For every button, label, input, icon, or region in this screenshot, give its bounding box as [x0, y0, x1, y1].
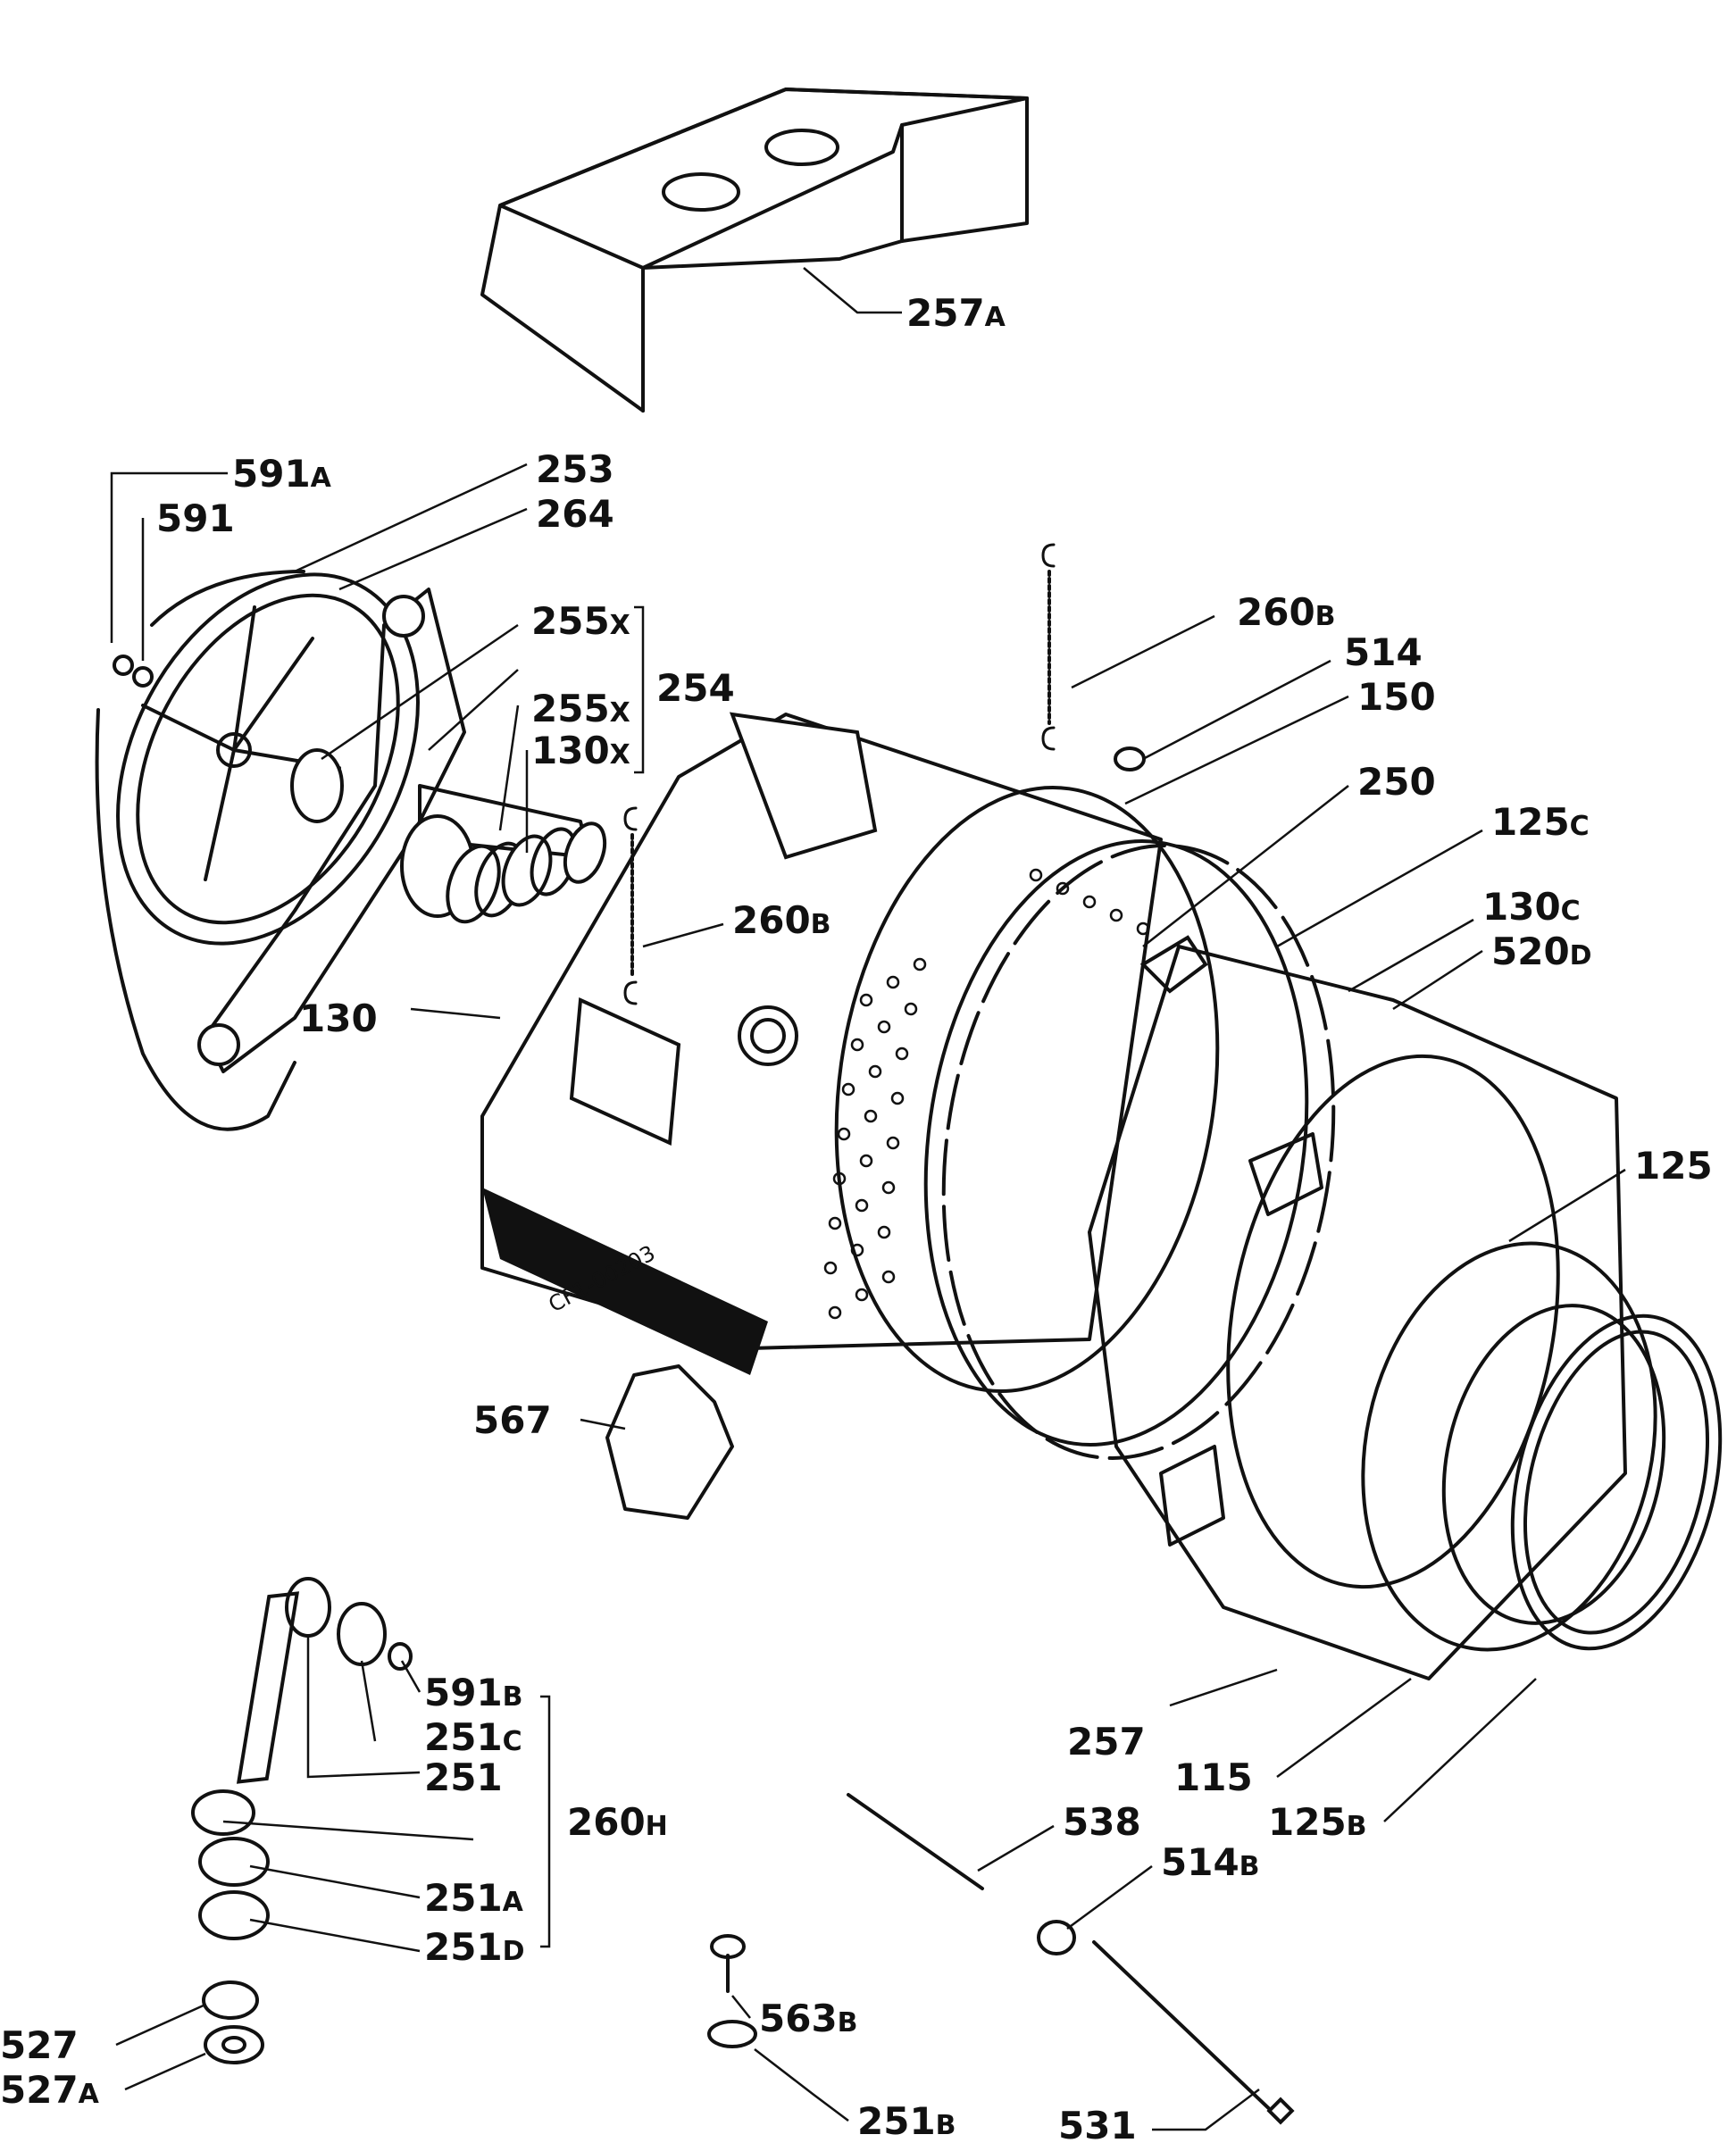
label-251c: 251C: [424, 1715, 522, 1759]
label-514: 514: [1344, 630, 1423, 674]
label-591b: 591B: [424, 1671, 523, 1714]
inner-drum-250: [823, 786, 1220, 1393]
bolt-531: [1092, 1940, 1295, 2125]
clips-591: [113, 655, 154, 688]
label-130: 130: [299, 996, 378, 1040]
front-tub-257: [1088, 945, 1627, 1680]
label-125: 125: [1634, 1144, 1713, 1188]
label-514b: 514B: [1161, 1840, 1260, 1884]
label-538: 538: [1063, 1800, 1141, 1844]
label-257: 257: [1067, 1720, 1146, 1764]
label-260h: 260H: [567, 1800, 668, 1844]
label-260b-lower: 260B: [732, 898, 831, 942]
part-labels: 257A 591A 253 591 264 255X 254 255X 130X…: [0, 291, 1713, 2143]
label-591: 591: [156, 496, 235, 540]
bearings-255x-130x: [446, 821, 607, 924]
label-257a: 257A: [906, 291, 1006, 335]
outer-tub-150: [480, 712, 1163, 1375]
washer-251b: [707, 2020, 757, 2048]
counterweight-257a: [480, 88, 1029, 413]
label-255x-lower: 255X: [531, 687, 630, 730]
damper-260h: [191, 1577, 413, 2064]
label-130x: 130X: [531, 729, 630, 772]
label-251a: 251A: [424, 1876, 524, 1920]
tub-spider-254: [197, 588, 591, 1073]
label-115: 115: [1174, 1755, 1253, 1799]
spring-260b-lower: [623, 806, 638, 1005]
pin-538: [847, 1793, 984, 1890]
leader-lines: [110, 267, 1626, 2131]
label-251d: 251D: [424, 1925, 525, 1969]
label-563b: 563B: [759, 1997, 858, 2040]
label-150: 150: [1357, 675, 1436, 719]
clamp-ring-125b: [1510, 1313, 1723, 1651]
plug-514: [1114, 746, 1146, 771]
label-125b: 125B: [1268, 1800, 1367, 1844]
label-255x-upper: 255X: [531, 599, 630, 643]
drive-belt-264: [95, 708, 296, 1131]
label-567: 567: [473, 1398, 552, 1442]
label-520d: 520D: [1491, 930, 1592, 973]
label-260b-upper: 260B: [1237, 590, 1336, 634]
label-251: 251: [424, 1755, 503, 1799]
door-seal-115: [1361, 1241, 1666, 1652]
label-253: 253: [536, 447, 614, 491]
label-591a: 591A: [232, 452, 332, 496]
label-254: 254: [656, 666, 735, 710]
label-250: 250: [1357, 760, 1436, 804]
label-527: 527: [0, 2023, 79, 2067]
label-251b: 251B: [857, 2099, 956, 2143]
label-125c: 125C: [1491, 800, 1590, 844]
nut-514b: [1037, 1920, 1076, 1955]
spring-260b-upper: [1041, 543, 1056, 751]
label-527a: 527A: [0, 2068, 100, 2112]
bracket-567: [605, 1364, 734, 1520]
label-531: 531: [1058, 2104, 1137, 2143]
label-264: 264: [536, 492, 614, 536]
label-130c: 130C: [1482, 885, 1581, 929]
drive-pulley-253: [116, 570, 420, 946]
stud-563b: [710, 1934, 746, 1993]
